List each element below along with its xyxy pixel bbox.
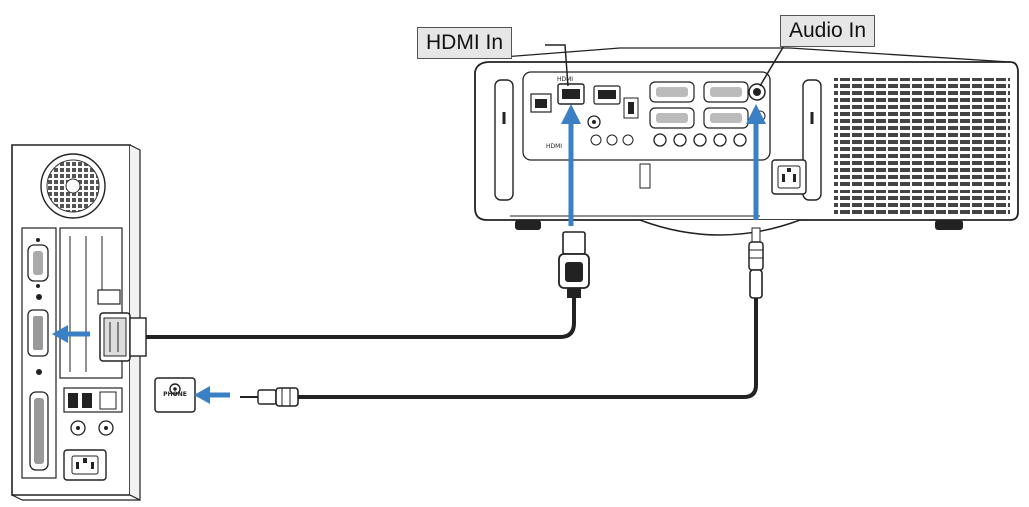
usb-ports-icon <box>63 387 123 413</box>
audio-in-jack-icon <box>748 83 766 101</box>
arrow-to-audio-icon <box>746 104 766 220</box>
parallel-port-icon <box>29 391 49 471</box>
svg-text:HDMI: HDMI <box>546 143 562 150</box>
ps2-ports-icon <box>70 420 114 436</box>
fan-grille-icon <box>40 153 106 219</box>
svg-text:HDMI: HDMI <box>557 76 573 83</box>
audio-in-label: Audio In <box>780 15 876 47</box>
arrow-to-hdmi-icon <box>561 104 581 226</box>
hdmi-port-icon: HDMI HDMI <box>546 76 585 150</box>
audio-cable <box>240 227 764 407</box>
hdmi-cable <box>146 231 590 339</box>
projector: HDMI HDMI <box>474 47 1019 236</box>
audio-plug-icon <box>240 387 299 407</box>
vga-port-icon <box>27 238 49 288</box>
computer-tower <box>11 144 141 501</box>
ac-inlet-icon <box>771 159 807 195</box>
arrow-to-dvi-icon <box>52 325 90 343</box>
phone-label: PHONE <box>163 391 187 398</box>
vent-grille <box>834 78 1010 186</box>
hdmi-callout-leader <box>545 44 569 87</box>
vga-in-port-icon <box>649 81 695 129</box>
arrow-to-phone-icon <box>194 386 230 404</box>
hdmi-in-label: HDMI In <box>417 27 513 59</box>
dvi-port-icon <box>27 309 49 357</box>
bnc-ports-icon <box>587 115 747 147</box>
power-inlet-icon <box>63 449 107 481</box>
lan-port-icon <box>530 93 552 113</box>
